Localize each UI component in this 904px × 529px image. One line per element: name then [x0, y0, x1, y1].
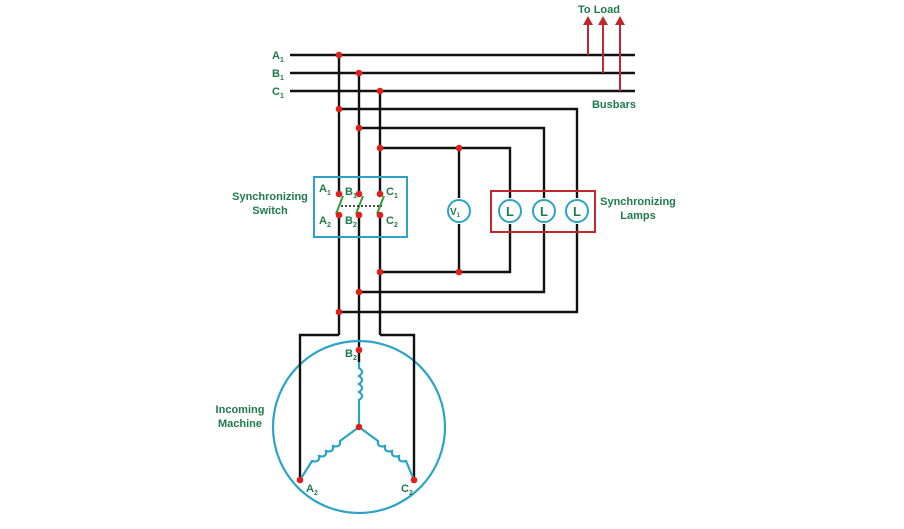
to-load-arrows: To Load: [578, 4, 625, 91]
node: [296, 476, 304, 484]
load-arrowhead-c: [615, 16, 625, 25]
busbar-b1-label: B1: [272, 68, 284, 82]
switch-blade-a: [335, 195, 344, 215]
lamp-2-label: L: [540, 204, 548, 219]
lamp-3: [565, 199, 589, 223]
node: [335, 190, 343, 198]
node: [376, 268, 384, 276]
machine-lead-a: [298, 333, 339, 480]
winding-c: [358, 426, 416, 481]
node: [376, 211, 384, 219]
node: [455, 268, 463, 276]
to-load-label: To Load: [578, 4, 620, 16]
voltmeter-label: V1: [450, 207, 461, 219]
feeder-a-upper: [339, 107, 579, 198]
load-arrowhead-a: [583, 16, 593, 25]
node: [355, 124, 363, 132]
switch-top-b-label: B1: [345, 186, 357, 200]
switch-caption-line1: Synchronizing: [232, 191, 308, 203]
winding-b: [357, 362, 364, 427]
terminal-b2-label: B2: [345, 348, 357, 362]
machine-caption-line1: Incoming: [216, 404, 265, 416]
switch-bottom-b-label: B2: [345, 215, 357, 229]
switch-top-c-label: C1: [386, 186, 398, 200]
node: [335, 308, 343, 316]
busbar-c1-label: C1: [272, 86, 284, 100]
node: [355, 211, 363, 219]
voltmeter: V1: [447, 199, 471, 223]
node: [335, 105, 343, 113]
load-arrowhead-b: [598, 16, 608, 25]
synchronizing-lamps: L L L Synchronizing Lamps: [490, 190, 676, 233]
feeder-b-upper: [359, 126, 546, 198]
lamp-3-label: L: [573, 204, 581, 219]
node: [355, 288, 363, 296]
switch-top-a-label: A1: [319, 183, 331, 197]
switch-blade-c: [376, 195, 385, 215]
lamps-caption-line1: Synchronizing: [600, 196, 676, 208]
node: [335, 51, 343, 59]
lamps-caption-line2: Lamps: [620, 210, 655, 222]
lamp-box: [490, 190, 596, 233]
upper-feeders: [339, 107, 579, 198]
node: [376, 190, 384, 198]
machine-circle: [271, 339, 447, 515]
synchronizing-switch: A1 B1 C1 A2 B2 C2 Synchronizing Switch: [232, 176, 408, 238]
junction-nodes: [296, 51, 463, 484]
node: [455, 144, 463, 152]
node: [376, 87, 384, 95]
feeder-b-lower: [359, 224, 546, 294]
switch-bottom-a-label: A2: [319, 215, 331, 229]
incoming-machine: B2 A2 C2 Incoming Machine: [216, 333, 447, 515]
lamp-1-label: L: [506, 204, 514, 219]
switch-bottom-c-label: C2: [386, 215, 398, 229]
feeder-c-lower: [380, 224, 512, 274]
feeder-c-upper: [380, 146, 512, 198]
node: [410, 476, 418, 484]
voltmeter-circle: [447, 199, 471, 223]
terminal-c2-label: C2: [401, 483, 413, 497]
node: [355, 346, 363, 354]
switch-caption-line2: Switch: [252, 205, 288, 217]
switch-box: [313, 176, 408, 238]
feeder-a-lower: [339, 224, 579, 314]
node: [355, 423, 363, 431]
lamp-1: [498, 199, 522, 223]
busbars-caption: Busbars: [592, 99, 636, 111]
lower-feeders: [339, 224, 579, 314]
lamp-2: [532, 199, 556, 223]
winding-a: [299, 426, 360, 481]
node: [355, 190, 363, 198]
node: [376, 144, 384, 152]
machine-lead-c: [380, 333, 416, 480]
node: [355, 69, 363, 77]
busbars: A1 B1 C1 Busbars: [272, 50, 636, 111]
terminal-a2-label: A2: [306, 483, 318, 497]
machine-caption-line2: Machine: [218, 418, 262, 430]
switch-blade-b: [355, 195, 364, 215]
busbar-a1-label: A1: [272, 50, 284, 64]
node: [335, 211, 343, 219]
